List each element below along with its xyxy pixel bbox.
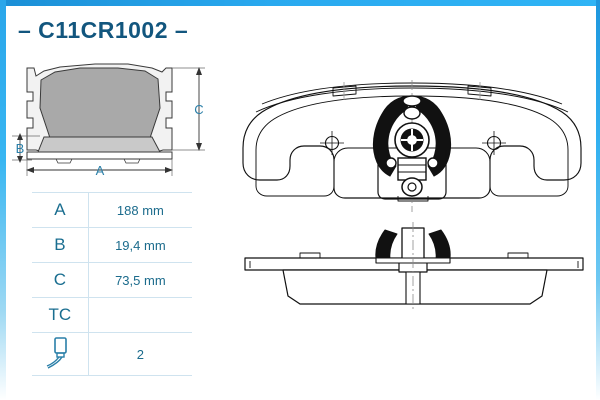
left-accent-border <box>0 0 6 400</box>
table-row: B 19,4 mm <box>32 227 192 263</box>
clip-bottom-hole <box>407 182 417 192</box>
a-arrow-right <box>165 167 173 173</box>
clip-base-plate <box>377 150 447 200</box>
side-view-friction-block <box>37 136 161 153</box>
table-row: A 188 mm <box>32 192 192 228</box>
specification-table-body: A 188 mm B 19,4 mm C 73,5 mm TC <box>32 192 192 376</box>
table-row: 2 <box>32 332 192 376</box>
edge-tab-right <box>507 252 529 258</box>
a-arrow-left <box>26 167 34 173</box>
b-arrow-up <box>17 133 23 140</box>
edge-clip-wing-right <box>428 229 451 261</box>
spec-value-b: 19,4 mm <box>88 227 192 263</box>
spec-label-sensor <box>32 332 89 376</box>
spec-label-b: B <box>32 227 89 263</box>
clip-hub-spokes <box>401 129 423 151</box>
b-arrow-down <box>17 156 23 163</box>
side-view-lug-left <box>55 158 73 164</box>
side-view-lug-right <box>123 158 141 164</box>
specification-table: A 188 mm B 19,4 mm C 73,5 mm TC <box>32 192 192 376</box>
top-tab-left <box>332 85 357 97</box>
clip-pivot-left <box>385 157 397 169</box>
clip-arm-left <box>372 95 413 177</box>
spec-label-tc: TC <box>32 297 89 333</box>
c-arrow-up <box>196 67 202 75</box>
page-title: – C11CR1002 – <box>18 17 189 43</box>
right-accent-border <box>596 0 600 400</box>
spec-label-a: A <box>32 192 89 228</box>
pad-inner-outline <box>255 95 569 197</box>
c-arrow-down <box>196 143 202 151</box>
crosshair-marker-right <box>482 131 506 155</box>
central-spring-clip <box>372 95 452 200</box>
top-tab-right <box>467 85 492 97</box>
dimension-label-c: C <box>194 102 203 117</box>
spec-value-c: 73,5 mm <box>88 262 192 298</box>
dimension-label-b: B <box>16 141 25 156</box>
clip-loop-middle <box>403 106 421 120</box>
table-row: TC <box>32 297 192 333</box>
spec-value-sensor-count: 2 <box>88 332 192 376</box>
spec-value-tc <box>88 297 192 333</box>
edge-tab-left <box>299 252 321 258</box>
crosshair-marker-left <box>320 131 344 155</box>
clip-arm-right <box>411 95 452 177</box>
clip-retainer-lines <box>398 164 426 173</box>
table-row: C 73,5 mm <box>32 262 192 298</box>
tab-tick-marks <box>343 82 481 100</box>
top-accent-border <box>0 0 600 6</box>
spec-label-c: C <box>32 262 89 298</box>
clip-loop-top <box>402 95 422 107</box>
dimension-label-a: A <box>96 163 105 178</box>
wear-sensor-icon-wrap <box>32 335 88 373</box>
wear-sensor-icon <box>46 337 67 369</box>
spec-value-a: 188 mm <box>88 192 192 228</box>
edge-clip-wing-left <box>375 229 398 261</box>
clip-pivot-right <box>427 157 439 169</box>
pad-outer-outline <box>242 85 582 199</box>
